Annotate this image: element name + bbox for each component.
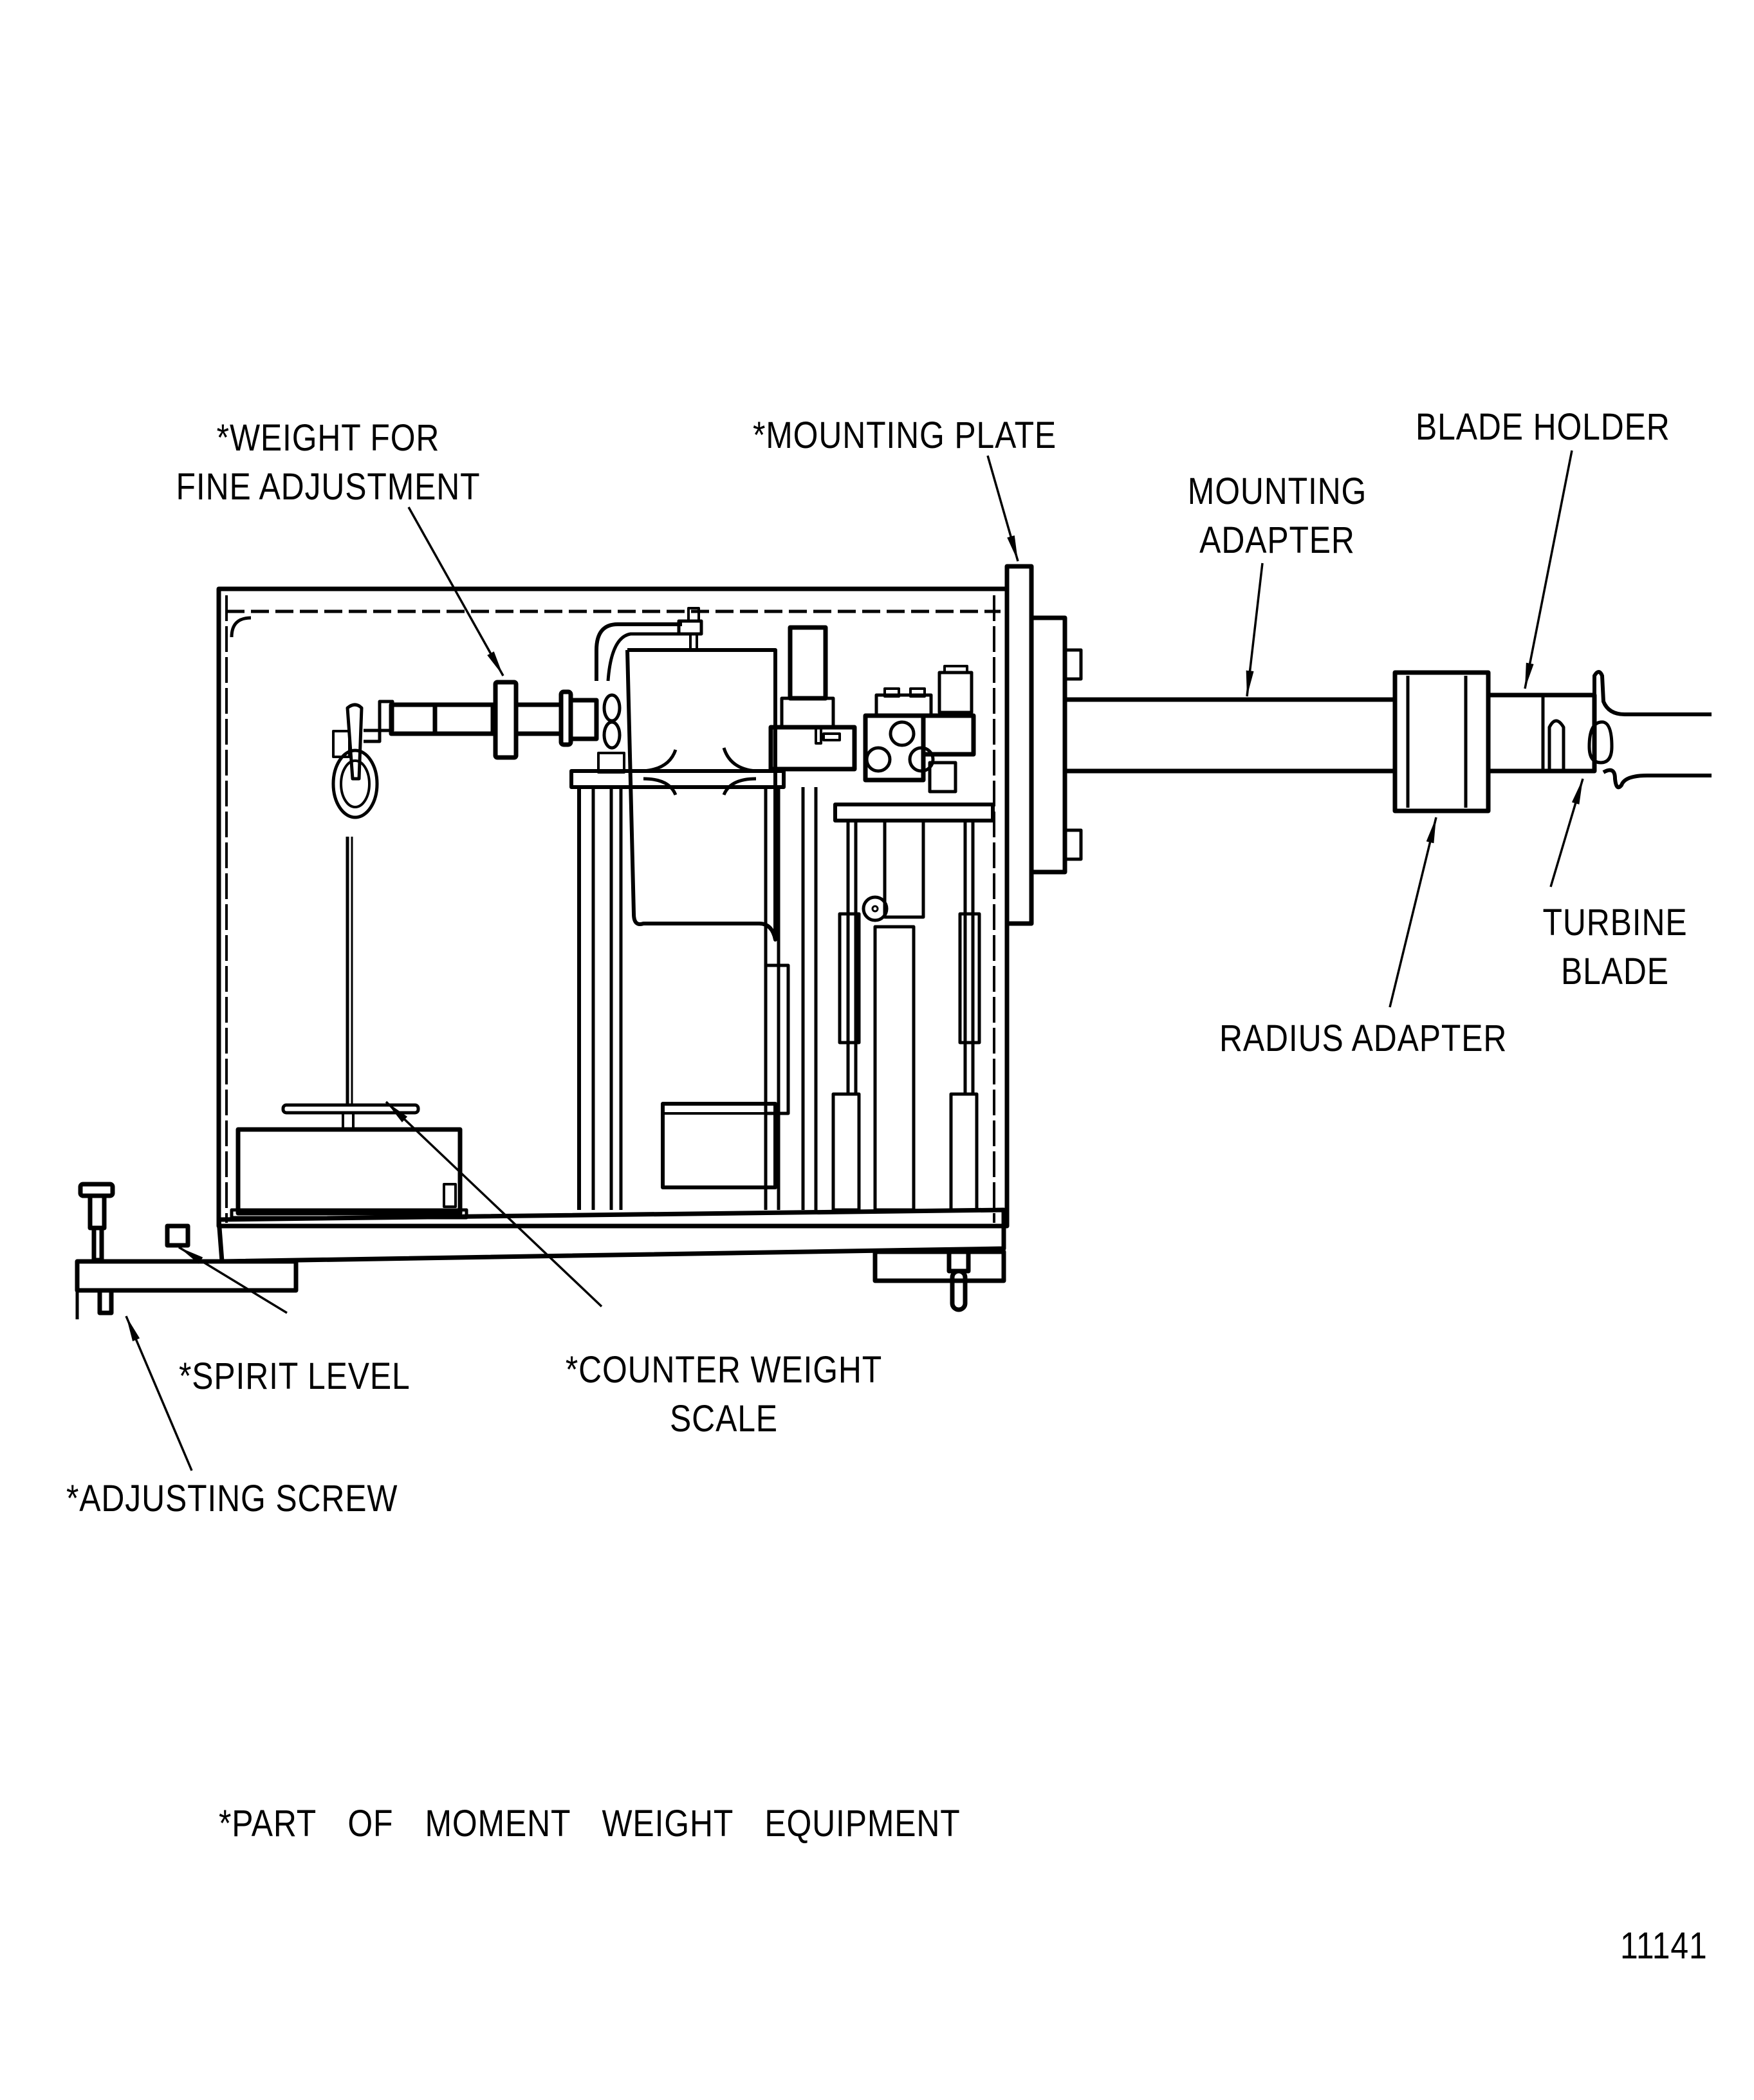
label-line: FINE ADJUSTMENT	[176, 466, 481, 508]
figure-number: 11141	[1620, 1925, 1708, 1967]
hanger-lever	[331, 703, 379, 819]
turbine-blade-part	[1587, 670, 1712, 790]
label-line: *ADJUSTING SCREW	[66, 1478, 398, 1519]
counter-weight-scale	[230, 837, 468, 1220]
label-line: SCALE	[670, 1398, 778, 1440]
label-line: BLADE HOLDER	[1416, 406, 1670, 448]
label-line: *SPIRIT LEVEL	[179, 1355, 411, 1397]
label-blade-holder: BLADE HOLDER	[1416, 409, 1670, 458]
label-line: *COUNTER WEIGHT	[565, 1349, 883, 1391]
label-line: *WEIGHT FOR	[216, 417, 440, 459]
label-mounting-plate: *MOUNTING PLATE	[753, 417, 1057, 466]
mounting-adapter-part	[1065, 697, 1395, 774]
label-mounting-adapter: MOUNTING ADAPTER	[1139, 473, 1416, 571]
central-column	[569, 607, 818, 1210]
linkage-rods	[661, 819, 981, 1212]
footnote: *PART OF MOMENT WEIGHT EQUIPMENT	[219, 1803, 961, 1844]
label-counter-weight-scale: *COUNTER WEIGHT SCALE	[558, 1352, 890, 1449]
foot-screw-right	[946, 1249, 971, 1312]
label-adjusting-screw: *ADJUSTING SCREW	[66, 1480, 398, 1529]
label-line: BLADE	[1561, 951, 1669, 992]
adjusting-screw	[78, 1182, 115, 1315]
label-line: TURBINE	[1542, 902, 1688, 943]
blade-holder-part	[1488, 692, 1597, 774]
label-line: RADIUS ADAPTER	[1219, 1017, 1508, 1059]
label-spirit-level: *SPIRIT LEVEL	[179, 1358, 411, 1407]
label-line: ADAPTER	[1199, 519, 1355, 561]
upper-block-assembly	[768, 625, 995, 822]
spirit-level	[165, 1223, 190, 1248]
label-line: *MOUNTING PLATE	[753, 414, 1057, 456]
fine-adjustment-weight	[493, 680, 519, 760]
radius-adapter-part	[1392, 670, 1491, 813]
leader-lines	[125, 450, 1584, 1471]
label-radius-adapter: RADIUS ADAPTER	[1219, 1020, 1507, 1069]
label-weight-fine-adjustment: *WEIGHT FOR FINE ADJUSTMENT	[162, 420, 494, 517]
mounting-plate-part	[1004, 564, 1083, 926]
fine-adjustment-arm	[364, 680, 599, 760]
label-turbine-blade: TURBINE BLADE	[1504, 904, 1726, 1002]
label-line: MOUNTING	[1187, 470, 1367, 512]
